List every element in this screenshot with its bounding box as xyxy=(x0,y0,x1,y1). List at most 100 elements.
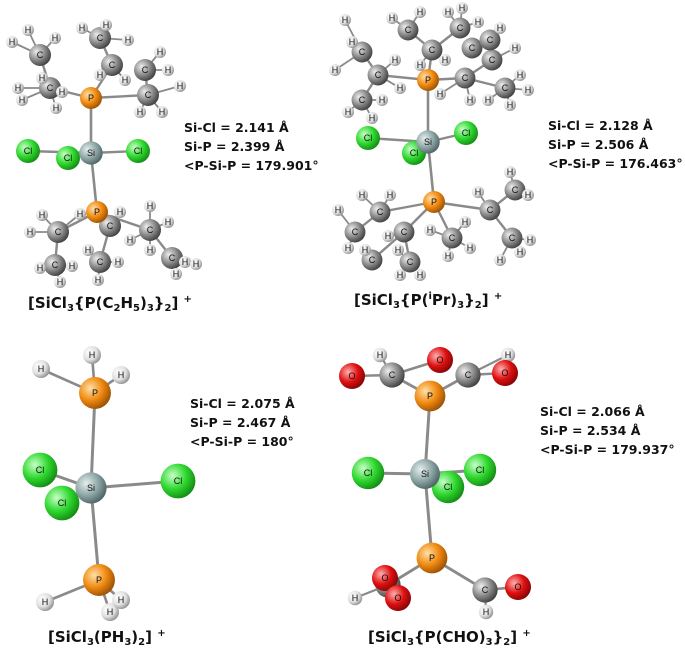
atom-label: H xyxy=(89,350,96,360)
carbon-atom: C xyxy=(461,37,483,59)
hydrogen-atom: H xyxy=(439,54,451,66)
atom-label: P xyxy=(429,553,435,563)
atom-label: H xyxy=(345,243,352,253)
phosphorus-atom: P xyxy=(423,191,445,213)
hydrogen-atom: H xyxy=(472,186,484,198)
si-p-distance: Si-P = 2.534 Å xyxy=(540,423,641,438)
hydrogen-atom: H xyxy=(366,112,378,124)
hydrogen-atom: H xyxy=(514,246,526,258)
atom-label: H xyxy=(459,3,466,13)
atom-label: H xyxy=(397,270,404,280)
atom-label: H xyxy=(517,247,524,257)
atom-label: Si xyxy=(421,469,429,479)
hydrogen-atom: H xyxy=(190,258,202,270)
carbon-atom: C xyxy=(351,41,373,63)
chlorine-atom: Cl xyxy=(56,146,80,170)
atom-label: Si xyxy=(424,137,432,147)
atom-label: Cl xyxy=(410,148,419,158)
phosphorus-atom: P xyxy=(79,377,111,409)
atom-label: C xyxy=(97,257,104,267)
hydrogen-atom: H xyxy=(114,206,126,218)
atom-label: H xyxy=(497,23,504,33)
atom-label: H xyxy=(507,167,514,177)
hydrogen-atom: H xyxy=(76,22,88,34)
hydrogen-atom: H xyxy=(342,242,354,254)
p-si-p-angle: <P-Si-P = 179.901° xyxy=(184,158,319,173)
oxygen-atom: O xyxy=(427,347,453,373)
hydrogen-atom: H xyxy=(339,14,351,26)
atom-label: H xyxy=(147,245,154,255)
atom-label: P xyxy=(88,93,94,103)
hydrogen-atom: H xyxy=(83,346,101,364)
atom-label: H xyxy=(507,100,514,110)
atom-label: H xyxy=(117,207,124,217)
hydrogen-atom: H xyxy=(442,6,454,18)
silicon-atom: Si xyxy=(79,141,103,165)
si-p-distance: Si-P = 2.467 Å xyxy=(190,415,291,430)
atom-label: H xyxy=(125,35,132,45)
hydrogen-atom: H xyxy=(92,274,104,286)
carbon-atom: C xyxy=(399,251,421,273)
atom-label: P xyxy=(427,391,433,401)
chlorine-atom: Cl xyxy=(454,121,478,145)
hydrogen-atom: H xyxy=(342,106,354,118)
hydrogen-atom: H xyxy=(514,69,526,81)
atom-label: H xyxy=(95,275,102,285)
si-p-distance: Si-P = 2.399 Å xyxy=(184,139,285,154)
atom-label: C xyxy=(55,227,62,237)
atom-label: P xyxy=(425,75,431,85)
atom-label: C xyxy=(359,95,366,105)
hydrogen-atom: H xyxy=(66,260,78,272)
atom-label: H xyxy=(512,43,519,53)
atom-label: C xyxy=(369,255,376,265)
hydrogen-atom: H xyxy=(359,244,371,256)
atom-label: H xyxy=(53,103,60,113)
hydrogen-atom: H xyxy=(156,106,168,118)
caption-ph3: [SiCl3(PH3)2] + xyxy=(48,628,166,648)
hydrogen-atom: H xyxy=(442,250,454,262)
atom-label: H xyxy=(165,217,172,227)
atom-label: C xyxy=(457,23,464,33)
chlorine-atom: Cl xyxy=(160,463,196,499)
parameters-ph3: Si-Cl = 2.075 Å Si-P = 2.467 Å <P-Si-P =… xyxy=(190,394,295,451)
atom-label: H xyxy=(485,95,492,105)
atom-label: H xyxy=(332,65,339,75)
hydrogen-atom: H xyxy=(332,204,344,216)
carbon-atom: C xyxy=(441,227,463,249)
atom-label: H xyxy=(525,190,532,200)
hydrogen-atom: H xyxy=(500,347,516,363)
atom-label: H xyxy=(57,277,64,287)
hydrogen-atom: H xyxy=(82,244,94,256)
carbon-atom: C xyxy=(351,89,373,111)
caption-pet3: [SiCl3{P(C2H5)3}2] + xyxy=(28,294,192,314)
carbon-atom: C xyxy=(494,77,516,99)
atom-label: H xyxy=(103,20,110,30)
atom-label: Cl xyxy=(36,465,45,475)
atom-label: H xyxy=(527,235,534,245)
oxygen-atom: O xyxy=(505,574,531,600)
atom-label: H xyxy=(27,227,34,237)
atom-label: Cl xyxy=(24,146,33,156)
carbon-atom: C xyxy=(379,362,405,388)
atom-label: Cl xyxy=(64,153,73,163)
atom-label: H xyxy=(359,190,366,200)
atom-label: H xyxy=(379,95,386,105)
atom-label: C xyxy=(482,585,489,595)
hydrogen-atom: H xyxy=(356,189,368,201)
atom-label: H xyxy=(442,55,449,65)
carbon-atom: C xyxy=(421,39,443,61)
chlorine-atom: Cl xyxy=(356,126,380,150)
si-cl-distance: Si-Cl = 2.141 Å xyxy=(184,120,289,135)
atom-label: H xyxy=(118,370,125,380)
hydrogen-atom: H xyxy=(124,234,136,246)
atom-label: Cl xyxy=(174,476,183,486)
atom-label: H xyxy=(42,597,49,607)
si-cl-distance: Si-Cl = 2.066 Å xyxy=(540,404,645,419)
atom-label: C xyxy=(359,47,366,57)
chlorine-atom: Cl xyxy=(431,470,465,504)
atom-label: C xyxy=(52,260,59,270)
phosphorus-atom: P xyxy=(80,87,102,109)
atom-label: C xyxy=(375,70,382,80)
chlorine-atom: Cl xyxy=(44,485,80,521)
